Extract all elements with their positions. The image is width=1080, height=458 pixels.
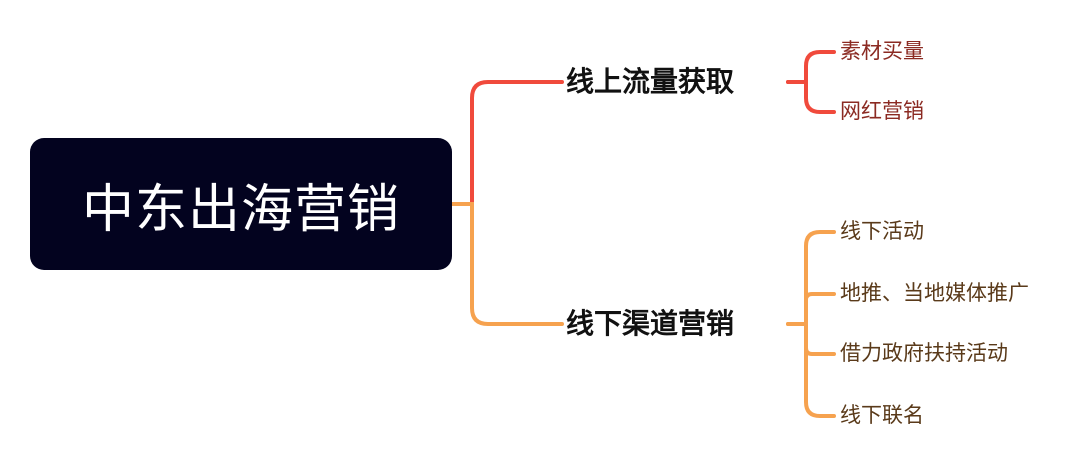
leaf-influencer-marketing[interactable]: 网红营销 (840, 99, 924, 123)
leaf-ground-promotion-local-media[interactable]: 地推、当地媒体推广 (840, 281, 1029, 305)
connector-offline-to-leaf-4 (786, 322, 836, 418)
connector-offline-to-leaf-1 (786, 230, 836, 326)
leaf-offline-collaboration[interactable]: 线下联名 (840, 403, 924, 427)
branch-offline-channel[interactable]: 线下渠道营销 (566, 307, 735, 340)
connector-online-to-leaf-2 (786, 80, 836, 114)
connector-offline-to-leaf-2 (804, 292, 836, 302)
root-node-label: 中东出海营销 (81, 179, 400, 240)
leaf-material-ad-buying[interactable]: 素材买量 (840, 39, 924, 63)
root-node[interactable]: 中东出海营销 (30, 138, 452, 270)
connector-online-to-leaf-1 (786, 50, 836, 84)
leaf-offline-events[interactable]: 线下活动 (840, 219, 924, 243)
connector-root-to-offline (450, 202, 564, 326)
connector-offline-to-leaf-3 (804, 346, 836, 356)
leaf-government-support-events[interactable]: 借力政府扶持活动 (840, 341, 1008, 365)
connector-root-to-online (450, 80, 564, 206)
branch-online-traffic[interactable]: 线上流量获取 (566, 65, 735, 98)
